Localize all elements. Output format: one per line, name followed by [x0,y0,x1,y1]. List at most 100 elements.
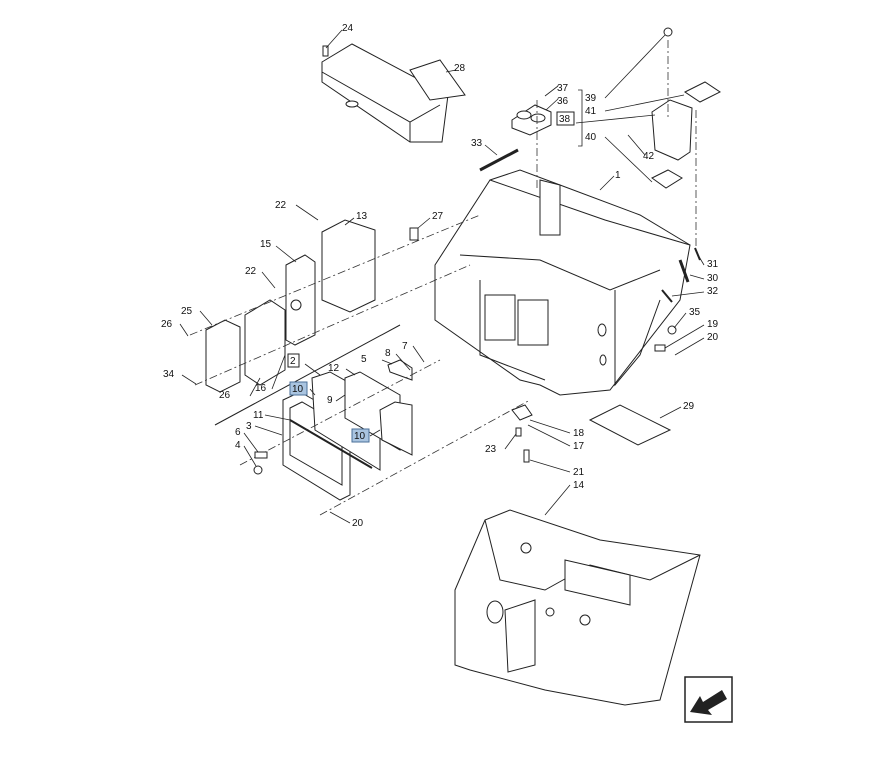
callout-5: 5 [361,354,367,365]
leader-line [674,337,705,356]
part-15-panel [285,254,316,346]
callout-41: 41 [585,106,597,117]
callout-11: 11 [253,410,264,421]
leader-line [325,29,343,49]
leader-lines [179,29,705,524]
part-13-panel [321,219,376,313]
callout-4: 4 [235,440,241,451]
part-1-main-frame [434,169,691,396]
leader-line [504,433,517,450]
leader-line [527,424,571,447]
callout-9: 9 [327,395,333,406]
leader-line [264,414,291,421]
part-40-mat [651,169,683,189]
part-30-rod [678,259,690,283]
callout-1: 1 [615,170,621,181]
callout-10-highlighted: 10 [292,384,304,395]
part-41-box [651,81,721,161]
part-4-knob-icon [253,465,263,475]
part-29-mat [588,404,672,446]
callout-19: 19 [707,319,719,330]
leader-line [697,254,705,266]
part-25-panel [205,319,241,393]
part-31-rod [694,247,701,261]
leader-line [329,511,351,524]
leader-line [275,245,297,263]
callout-26: 26 [219,390,231,401]
leader-line [335,394,346,402]
leader-line [673,312,687,329]
leader-line [261,271,276,289]
part-6-latch [254,451,268,459]
leader-line [345,368,356,376]
leader-line [671,291,705,297]
callout-33: 33 [471,138,483,149]
leader-line [545,98,559,111]
leader-line [249,377,261,397]
leader-line [271,354,286,390]
part-39-knob-icon [663,27,673,37]
callout-8: 8 [385,348,391,359]
callout-24: 24 [342,23,354,34]
leader-line [243,432,259,453]
leader-line [369,429,381,437]
callout-30: 30 [707,273,719,284]
callout-12: 12 [328,363,340,374]
leader-line [664,324,705,349]
leader-line [544,85,559,97]
callout-25: 25 [181,306,193,317]
callout-highlighted-frame [289,381,308,396]
callout-21: 21 [573,467,585,478]
part-28-gasket [409,59,466,101]
callout-16: 16 [255,383,267,394]
leader-line [659,406,682,419]
part-16-panel [244,299,286,386]
leader-line [575,114,656,124]
callout-17: 17 [573,441,585,452]
leader-line [604,34,666,99]
callout-10-highlighted: 10 [354,431,366,442]
callout-34: 34 [163,369,175,380]
leader-line [309,388,316,396]
part-36-cup-holder [511,104,552,136]
part-28-top-plate [321,43,449,143]
part-33-strip [479,148,519,172]
part-12-foam [379,401,413,456]
callout-42: 42 [643,151,655,162]
leader-line [243,445,257,467]
callout-22: 22 [245,266,257,277]
callout-7: 7 [402,341,408,352]
part-5-plate [387,359,413,381]
leader-line [445,69,457,73]
leader-line [395,353,411,371]
part-21-bolt [523,449,530,463]
leader-line [604,136,653,183]
callout-3: 3 [246,421,252,432]
callout-29: 29 [683,401,695,412]
leader-line [412,345,425,363]
callout-boxed-frame [287,353,300,368]
callout-20: 20 [707,332,719,343]
part-23-bolt [515,427,522,437]
callout-20: 20 [352,518,364,529]
leader-line [529,419,571,434]
leader-line [604,94,685,112]
bolt-24-icon [322,45,329,57]
callout-23: 23 [485,444,497,455]
leader-line [599,175,615,191]
leader-line [627,134,646,156]
leader-line [544,484,571,516]
leader-line [381,359,393,365]
callout-2-boxed: 2 [290,356,296,367]
leader-line [304,363,321,376]
leader-line [254,425,283,436]
view-direction-arrow-icon[interactable] [684,676,733,723]
callout-36: 36 [557,96,569,107]
leader-line [689,274,705,280]
leader-line [529,459,571,473]
bracket-38-group [578,89,583,147]
callout-22: 22 [275,200,287,211]
callout-38-boxed: 38 [559,114,571,125]
